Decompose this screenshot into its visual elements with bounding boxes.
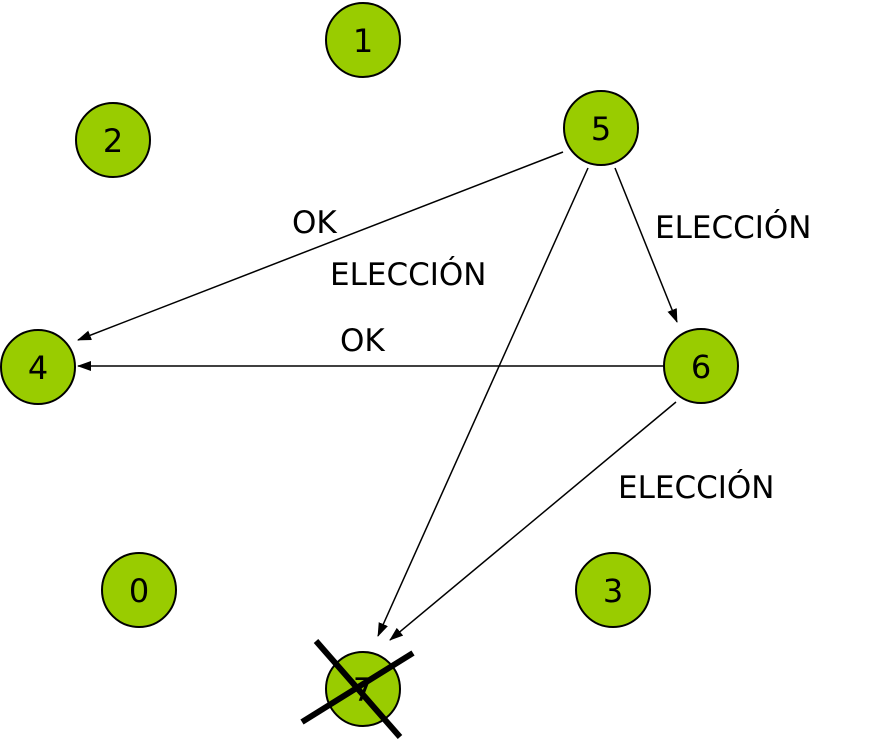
node-label: 2 bbox=[103, 122, 123, 160]
node-label: 5 bbox=[591, 110, 611, 148]
node-label: 4 bbox=[28, 349, 48, 387]
edge-label-5-7: ELECCIÓN bbox=[330, 256, 486, 293]
crashed-cross-icon bbox=[300, 639, 415, 739]
node-1: 1 bbox=[325, 2, 401, 78]
edge-5-7 bbox=[377, 167, 589, 637]
edge-label-5-4: OK bbox=[292, 205, 337, 241]
node-label: 0 bbox=[129, 572, 149, 610]
edge-label-6-7: ELECCIÓN bbox=[618, 469, 774, 506]
edge-label-5-6: ELECCIÓN bbox=[655, 209, 811, 246]
edge-labels: OK ELECCIÓN ELECCIÓN OK ELECCIÓN bbox=[292, 205, 811, 506]
node-label: 1 bbox=[353, 22, 373, 60]
node-2: 2 bbox=[75, 102, 151, 178]
node-label: 3 bbox=[603, 572, 623, 610]
edge-label-6-4: OK bbox=[340, 323, 385, 359]
edge-6-7 bbox=[389, 401, 677, 641]
node-label: 6 bbox=[691, 348, 711, 386]
node-5: 5 bbox=[563, 90, 639, 166]
node-0: 0 bbox=[101, 552, 177, 628]
node-4: 4 bbox=[0, 329, 76, 405]
edge-5-6 bbox=[614, 167, 678, 323]
edge-5-4 bbox=[77, 151, 564, 341]
node-3: 3 bbox=[575, 552, 651, 628]
edges bbox=[77, 151, 678, 641]
node-6: 6 bbox=[663, 328, 739, 404]
